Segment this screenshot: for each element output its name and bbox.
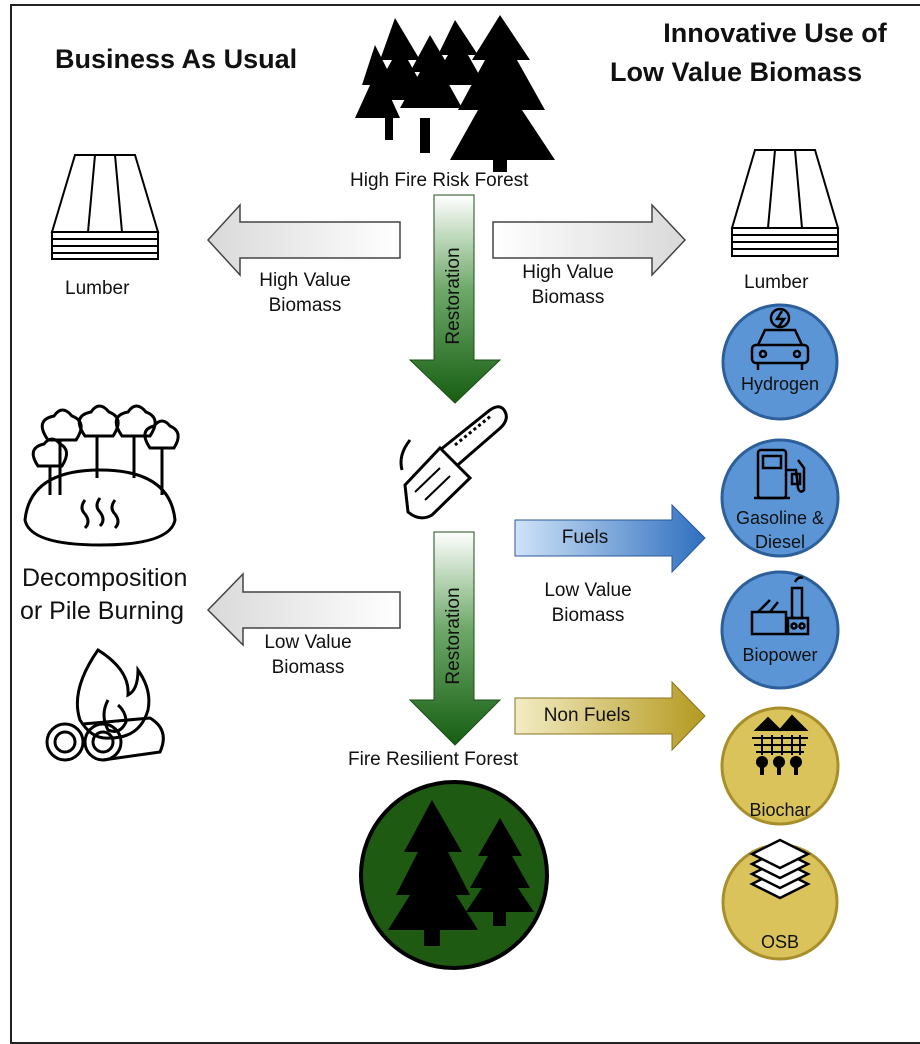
forest-circle-icon: [359, 780, 549, 970]
left-low-value-l1: Low Value: [264, 632, 352, 653]
gasoline-diesel-circle: [720, 438, 840, 558]
non-fuels-label: Non Fuels: [543, 705, 631, 726]
fuel-pump-icon: [754, 448, 806, 500]
right-high-value-l1: High Value: [522, 262, 614, 283]
osb-label: OSB: [760, 932, 799, 952]
power-plant-icon: [750, 576, 810, 636]
title-innovative-line2: Low Value Biomass: [610, 57, 863, 87]
gasoline-label-l1: Gasoline &: [735, 508, 825, 528]
biochar-circle: [720, 706, 840, 826]
osb-circle: [721, 838, 839, 961]
hydrogen-car-icon: [750, 307, 810, 370]
biopower-label: Biopower: [742, 645, 818, 665]
left-lumber-label: Lumber: [65, 278, 130, 299]
decomposition-label-l1: Decomposition: [22, 564, 188, 592]
pine-trees-icon: [355, 15, 555, 172]
hydrogen-circle: [721, 303, 839, 421]
non-fuels-arrow: [514, 680, 706, 752]
restoration-arrow-bottom: [408, 531, 502, 746]
title-innovative-line1: Innovative Use of: [663, 18, 887, 48]
biopower-circle: [720, 570, 840, 690]
fuels-label: Fuels: [561, 527, 609, 548]
fire-resilient-forest-label: Fire Resilient Forest: [348, 749, 518, 770]
diagram-graphics: [23, 15, 840, 970]
restoration-label-bottom: Restoration: [443, 587, 464, 685]
right-high-value-l2: Biomass: [531, 287, 605, 308]
fuels-arrow: [514, 503, 706, 574]
biochar-field-icon: [752, 714, 809, 775]
left-high-value-l2: Biomass: [268, 295, 342, 316]
restoration-arrow-top: [408, 194, 502, 404]
arrow-left-low-value: [206, 572, 401, 647]
right-low-value-l1: Low Value: [544, 580, 632, 601]
biochar-label: Biochar: [749, 800, 811, 820]
hydrogen-label: Hydrogen: [740, 374, 820, 394]
arrow-left-high-value: [206, 203, 401, 277]
title-business-as-usual: Business As Usual: [55, 44, 298, 74]
gasoline-label-l2: Diesel: [754, 532, 806, 552]
osb-layers-icon: [749, 838, 811, 900]
right-lumber-label: Lumber: [744, 272, 809, 293]
restoration-label-top: Restoration: [443, 247, 464, 345]
arrow-right-high-value: [492, 203, 687, 277]
campfire-icon: [45, 647, 165, 762]
left-low-value-l2: Biomass: [271, 657, 345, 678]
right-low-value-l2: Biomass: [551, 605, 625, 626]
left-high-value-l1: High Value: [259, 270, 351, 291]
lumber-stack-icon: [730, 149, 840, 257]
decomposition-label-l2: or Pile Burning: [20, 597, 184, 625]
high-fire-risk-forest-label: High Fire Risk Forest: [350, 170, 529, 191]
chainsaw-icon: [399, 405, 508, 520]
decomposing-trees-icon: [23, 404, 180, 547]
lumber-stack-icon: [50, 154, 160, 260]
